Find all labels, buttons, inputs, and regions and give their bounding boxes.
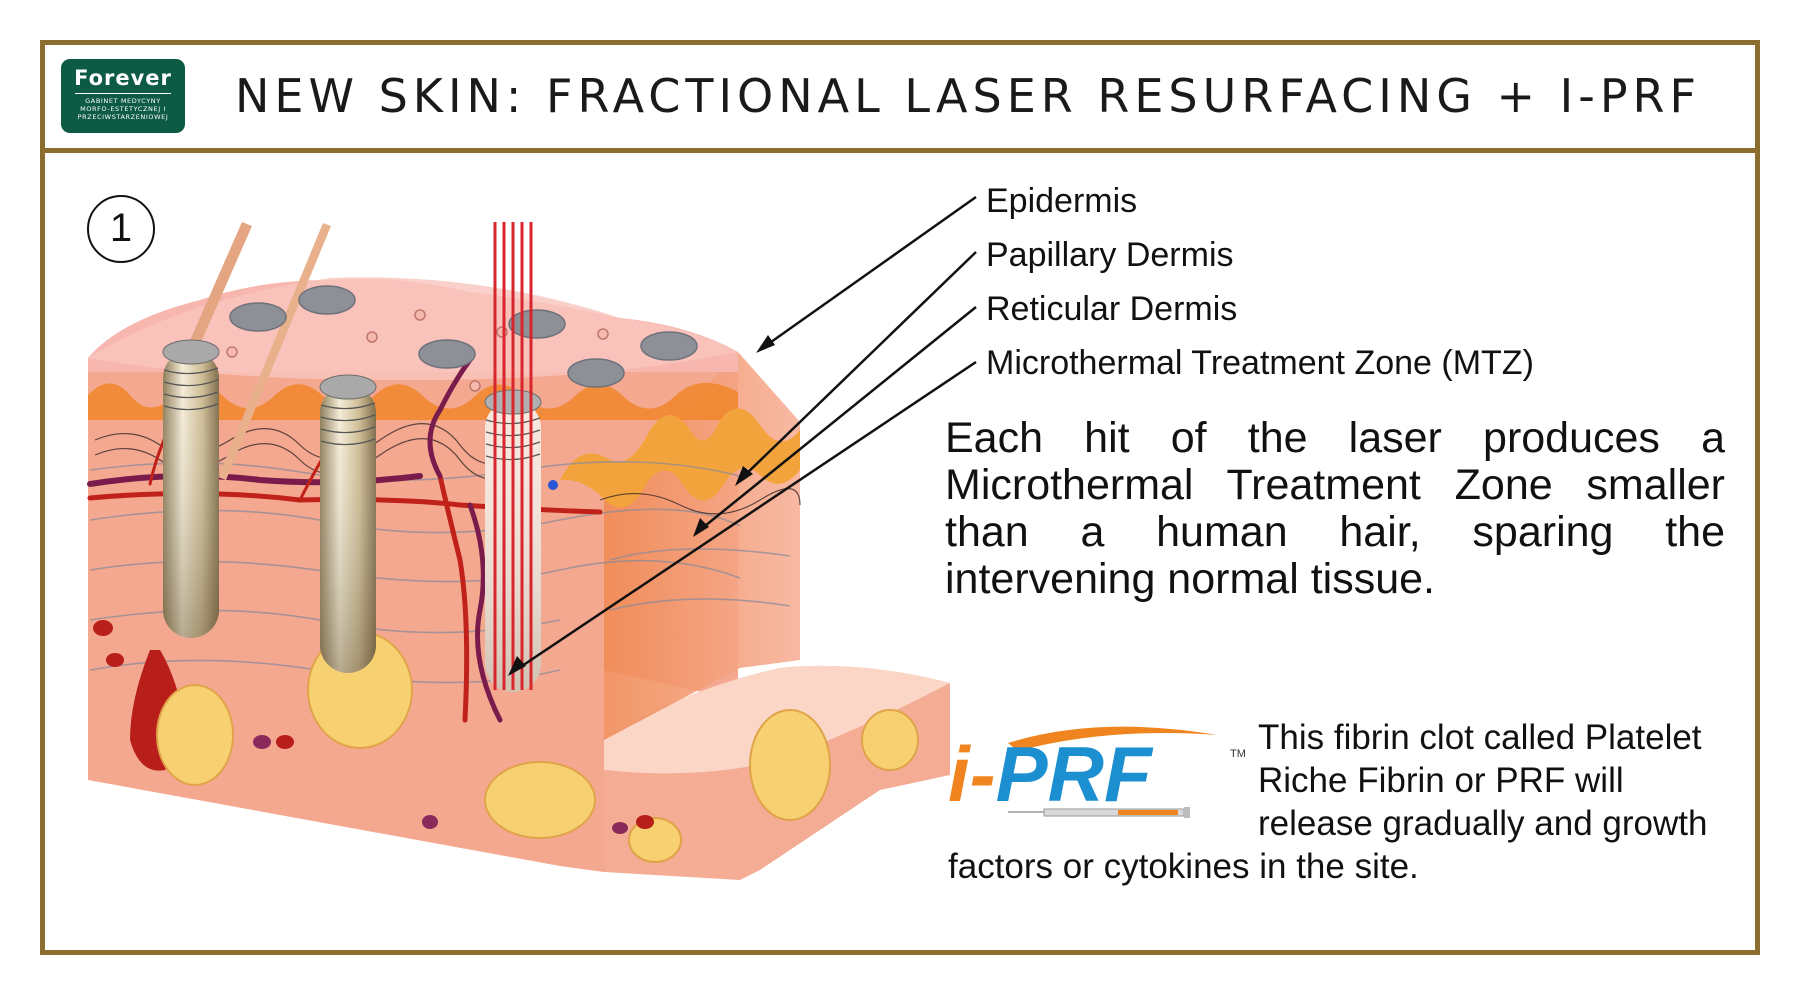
label-mtz: Microthermal Treatment Zone (MTZ) xyxy=(986,344,1534,382)
arrow-heads xyxy=(508,335,775,676)
iprf-trademark: TM xyxy=(1230,748,1246,760)
logo-subtitle-2: MORFO-ESTETYCZNEJ I xyxy=(80,105,166,113)
page-title: NEW SKIN: FRACTIONAL LASER RESURFACING +… xyxy=(235,69,1701,123)
iprf-description: This fibrin clot called Platelet Riche F… xyxy=(948,716,1738,888)
label-epidermis: Epidermis xyxy=(986,182,1138,220)
iprf-logo-spacer xyxy=(948,716,1258,844)
logo-subtitle-3: PRZECIWSTARZENIOWEJ xyxy=(77,113,169,121)
logo-brand: Forever xyxy=(74,66,172,90)
logo-divider xyxy=(75,93,171,94)
iprf-logo: i-PRF TM xyxy=(948,726,1246,818)
mtz-column-1 xyxy=(162,339,220,638)
skin-pore-dots xyxy=(226,309,609,392)
laser-beam xyxy=(493,222,533,690)
label-arrows xyxy=(515,195,977,672)
forever-logo: Forever GABINET MEDYCYNY MORFO-ESTETYCZN… xyxy=(61,59,185,133)
mtz-column-2 xyxy=(319,374,377,673)
iprf-logo-text: i-PRF xyxy=(948,730,1154,818)
iprf-description-text: This fibrin clot called Platelet Riche F… xyxy=(948,718,1708,886)
iprf-swoosh xyxy=(1008,726,1218,751)
label-papillary-dermis: Papillary Dermis xyxy=(986,236,1234,274)
blood-cells xyxy=(93,620,654,834)
description-paragraph: Each hit of the laser produces a Microth… xyxy=(945,414,1725,603)
papillary-wave-detail xyxy=(560,408,800,508)
skin-pores xyxy=(229,285,698,388)
logo-subtitle-1: GABINET MEDYCYNY xyxy=(85,97,161,105)
header-bar: Forever GABINET MEDYCYNY MORFO-ESTETYCZN… xyxy=(45,45,1755,153)
hair-shaft-right xyxy=(218,223,331,480)
syringe-icon xyxy=(1008,807,1190,818)
blue-marker-dot xyxy=(548,480,558,490)
step-number-badge: 1 xyxy=(87,195,155,263)
label-reticular-dermis: Reticular Dermis xyxy=(986,290,1238,328)
skin-block-front xyxy=(88,352,738,872)
poster-frame: Forever GABINET MEDYCYNY MORFO-ESTETYCZN… xyxy=(40,40,1760,955)
